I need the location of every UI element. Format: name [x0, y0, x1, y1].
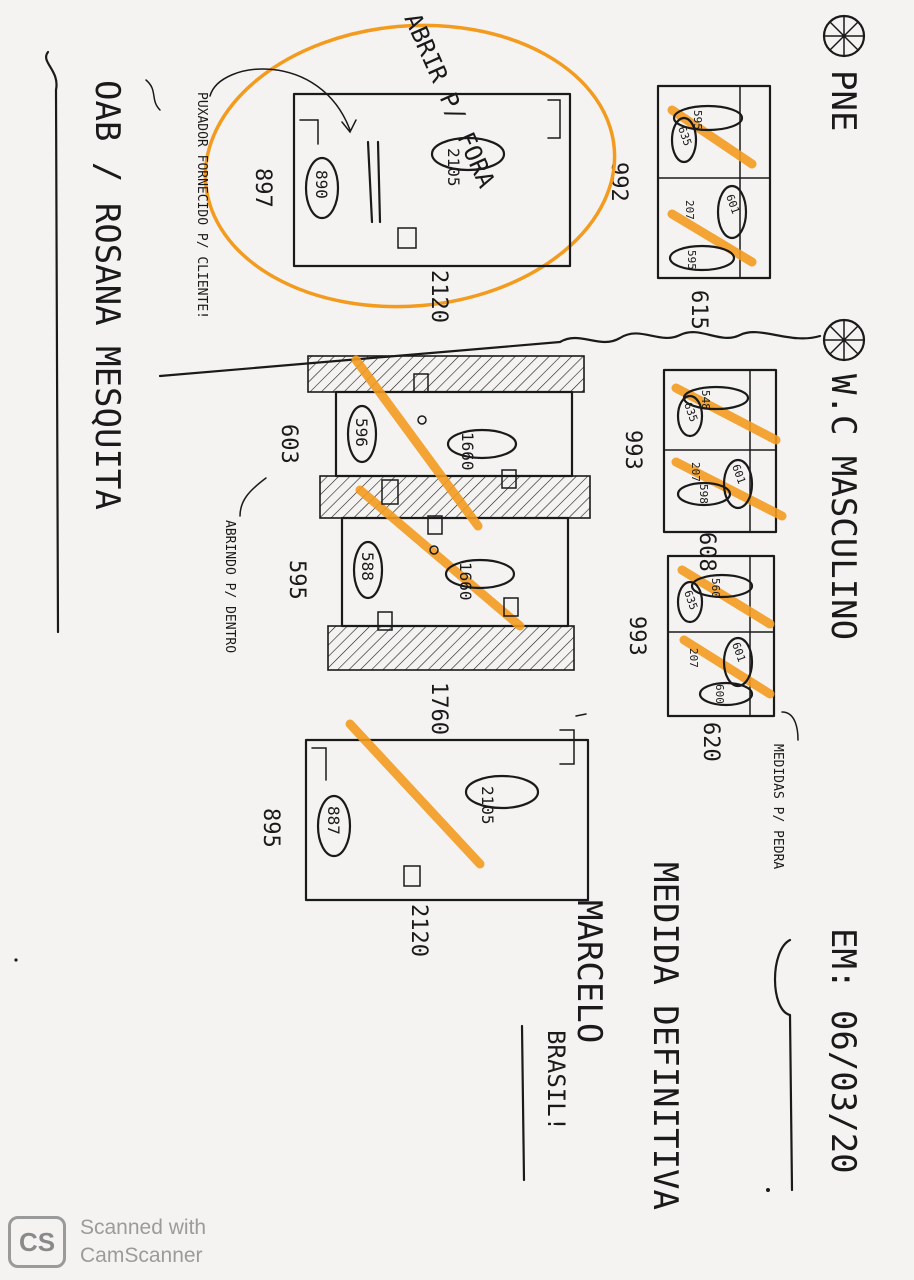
- pne-ellipse-b: 890: [312, 170, 331, 199]
- double-width: 1760: [426, 682, 451, 735]
- wc-stall-plan-1: 635 548 601 207 598 993 608: [620, 368, 787, 572]
- pne-ellipse-a: 2105: [444, 148, 463, 187]
- wc1-cell-5: 598: [697, 484, 710, 504]
- double-open-inside-note: ABRINDO P/ DENTRO: [222, 520, 237, 653]
- pne-large-plan: 2105 890 2120 897 ABRIR P/ FORA PUXADOR …: [145, 9, 617, 323]
- wc2-width: 620: [698, 722, 723, 762]
- pne-cell-1: 635: [675, 125, 694, 148]
- wc2-cell-4: 207: [687, 648, 700, 668]
- wc2-height: 993: [624, 616, 649, 656]
- pne-label: PNE: [823, 70, 863, 131]
- double-ellipse-1660-b: 1660: [456, 562, 475, 601]
- date-text: EM: 06/03/20: [823, 928, 863, 1174]
- single-ellipse-a: 2105: [478, 786, 497, 825]
- double-ellipse-596: 596: [352, 418, 371, 447]
- single-width: 2120: [406, 904, 431, 957]
- single-height: 895: [258, 808, 283, 848]
- wc-header: W.C MASCULINO: [822, 318, 866, 640]
- wc2-cell-2: 560: [709, 578, 722, 598]
- double-height-a: 603: [276, 424, 301, 464]
- watermark-line-1: Scanned with: [80, 1216, 207, 1239]
- wc2-measures-note: MEDIDAS P/ PEDRA: [770, 744, 785, 869]
- pne-large-height: 897: [250, 168, 275, 208]
- wc1-width: 608: [694, 532, 719, 572]
- double-ellipse-588: 588: [358, 552, 377, 581]
- wc2-cell-3: 601: [729, 641, 748, 664]
- pne-cell-5: 595: [685, 250, 698, 270]
- camscanner-watermark: CS Scanned with CamScanner: [8, 1212, 248, 1274]
- camscanner-logo: CS: [8, 1216, 66, 1268]
- client-text: OAB / ROSANA MESQUITA: [87, 80, 127, 510]
- double-height-b: 595: [284, 560, 309, 600]
- pne-small-plan: 635 595 601 207 595 992 615: [606, 84, 772, 330]
- single-ellipse-b: 887: [324, 806, 343, 835]
- pne-header: PNE: [822, 14, 866, 131]
- wc2-cell-5: 600: [713, 684, 726, 704]
- footer-notes: MEDIDA DEFINITIVA MARCELO BRASIL!: [14, 862, 770, 1210]
- wc1-height: 993: [620, 430, 645, 470]
- brasil-note: BRASIL!: [542, 1030, 570, 1131]
- wc-single-plan: 2105 887 2120 895: [258, 713, 590, 957]
- pne-handle-note: PUXADOR FORNECIDO P/ CLIENTE!: [194, 92, 209, 319]
- watermark-line-2: CamScanner: [80, 1244, 203, 1267]
- wc-label: W.C MASCULINO: [823, 374, 863, 640]
- pne-cell-2: 595: [691, 110, 704, 130]
- wc-stall-plan-2: 635 560 601 207 600 993 620 MEDIDAS P/ P…: [624, 554, 799, 869]
- wc1-cell-3: 601: [729, 463, 748, 486]
- wc-double-plan: 1660 1660 596 588 1760 603 595 ABRINDO P…: [222, 355, 591, 735]
- client-block: OAB / ROSANA MESQUITA: [45, 50, 127, 634]
- pne-cell-3: 601: [723, 193, 742, 216]
- wc1-cell-1: 635: [681, 401, 700, 424]
- section-divider: [158, 331, 822, 378]
- wc2-cell-1: 635: [681, 589, 700, 612]
- pne-cell-4: 207: [683, 200, 696, 220]
- pne-small-width: 615: [686, 290, 711, 330]
- double-ellipse-1660-a: 1660: [458, 432, 477, 471]
- wc1-cell-2: 548: [699, 390, 712, 410]
- pne-large-width: 2120: [426, 270, 451, 323]
- definitive-note: MEDIDA DEFINITIVA: [645, 862, 685, 1210]
- wc1-cell-4: 207: [689, 462, 702, 482]
- date-stamp: EM: 06/03/20: [774, 928, 863, 1192]
- name-note: MARCELO: [569, 900, 609, 1043]
